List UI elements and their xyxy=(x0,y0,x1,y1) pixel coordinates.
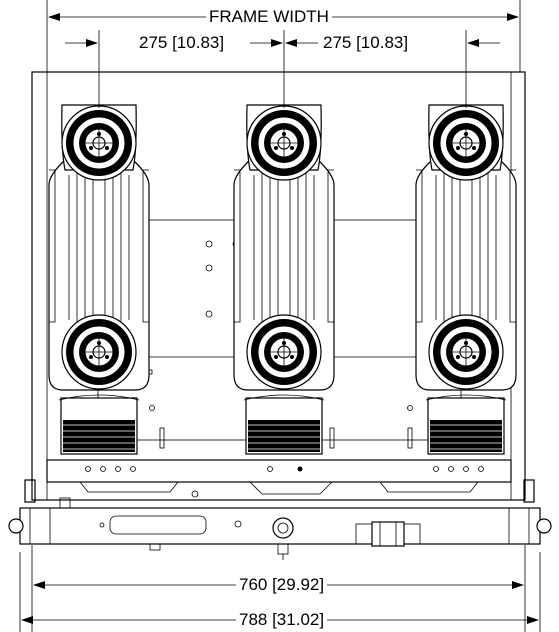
pole-spacing-left-label: 275 [10.83] xyxy=(136,34,228,52)
wheel-left xyxy=(8,518,24,534)
mechanism-bar xyxy=(46,459,512,483)
inner-width-label: 760 [29.92] xyxy=(236,576,328,594)
pole-right xyxy=(415,104,517,455)
wheel-right xyxy=(536,518,552,534)
overall-width-label: 788 [31.02] xyxy=(236,611,328,629)
frame-width-label: FRAME WIDTH xyxy=(206,8,332,26)
nameplate-slot xyxy=(109,515,207,535)
frame-outline xyxy=(31,71,526,501)
racking-knob xyxy=(272,517,294,539)
pole-center xyxy=(233,104,335,455)
pole-left xyxy=(48,104,150,455)
pole-spacing-right-label: 275 [10.83] xyxy=(320,34,412,52)
